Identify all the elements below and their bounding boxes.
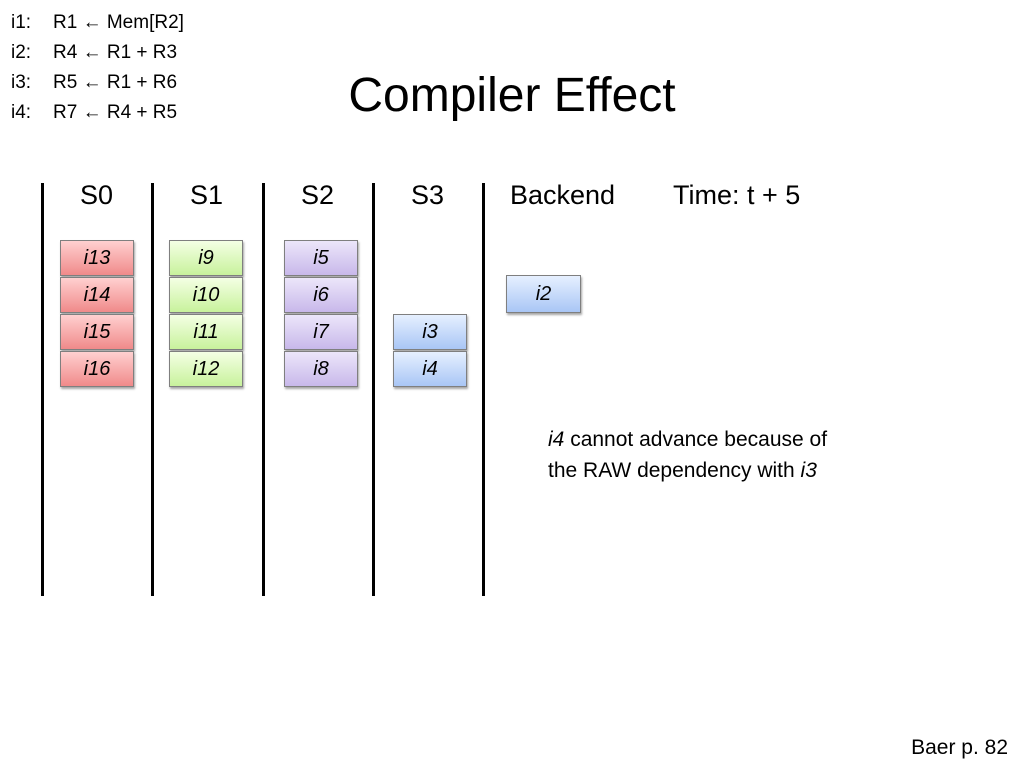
instruction-box: i4 (393, 351, 467, 387)
code-line: i1: R1 ← Mem[R2] (11, 8, 184, 38)
instruction-box: i10 (169, 277, 243, 313)
explanation-note: i4 cannot advance because of the RAW dep… (548, 424, 827, 486)
code-line-number: i1: (11, 12, 32, 33)
stage-divider (151, 183, 154, 596)
stage-header-s1: S1 (190, 180, 224, 210)
code-line-number: i3: (11, 72, 32, 93)
instruction-box: i2 (506, 275, 581, 313)
code-listing: i1: R1 ← Mem[R2] i2: R4 ← R1 + R3 i3: R5 ← … (11, 8, 184, 128)
instruction-box: i9 (169, 240, 243, 276)
instruction-box: i6 (284, 277, 358, 313)
note-text: the RAW dependency with (548, 459, 801, 482)
instruction-box: i8 (284, 351, 358, 387)
stage-divider (372, 183, 375, 596)
instruction-box: i3 (393, 314, 467, 350)
stage-divider (262, 183, 265, 596)
code-line: i3: R5 ← R1 + R6 (11, 68, 184, 98)
stage-header-s2: S2 (301, 180, 335, 210)
code-line-number: i4: (11, 102, 32, 123)
citation: Baer p. 82 (911, 736, 1008, 759)
instruction-box: i15 (60, 314, 134, 350)
note-line-2: the RAW dependency with i3 (548, 455, 827, 486)
instruction-box: i7 (284, 314, 358, 350)
code-line: i2: R4 ← R1 + R3 (11, 38, 184, 68)
note-text: cannot advance because of (564, 428, 828, 451)
instruction-box: i12 (169, 351, 243, 387)
code-line-number: i2: (11, 42, 32, 63)
stage-header-s3: S3 (411, 180, 445, 210)
instruction-box: i11 (169, 314, 243, 350)
code-line-text: R4 ← R1 + R3 (53, 42, 178, 63)
instruction-box: i16 (60, 351, 134, 387)
note-line-1: i4 cannot advance because of (548, 424, 827, 455)
instruction-box: i13 (60, 240, 134, 276)
code-line-text: R1 ← Mem[R2] (53, 12, 184, 33)
stage-header-s0: S0 (80, 180, 114, 210)
instruction-box: i14 (60, 277, 134, 313)
stage-divider (41, 183, 44, 596)
stage-header-backend: Backend (510, 180, 616, 210)
time-label: Time: t + 5 (673, 180, 801, 210)
code-line-text: R7 ← R4 + R5 (53, 102, 178, 123)
note-instruction-ref: i3 (800, 459, 817, 482)
code-line-text: R5 ← R1 + R6 (53, 72, 178, 93)
code-line: i4: R7 ← R4 + R5 (11, 98, 184, 128)
slide-title: Compiler Effect (348, 69, 676, 122)
stage-divider (482, 183, 485, 596)
instruction-box: i5 (284, 240, 358, 276)
note-instruction-ref: i4 (548, 428, 565, 451)
